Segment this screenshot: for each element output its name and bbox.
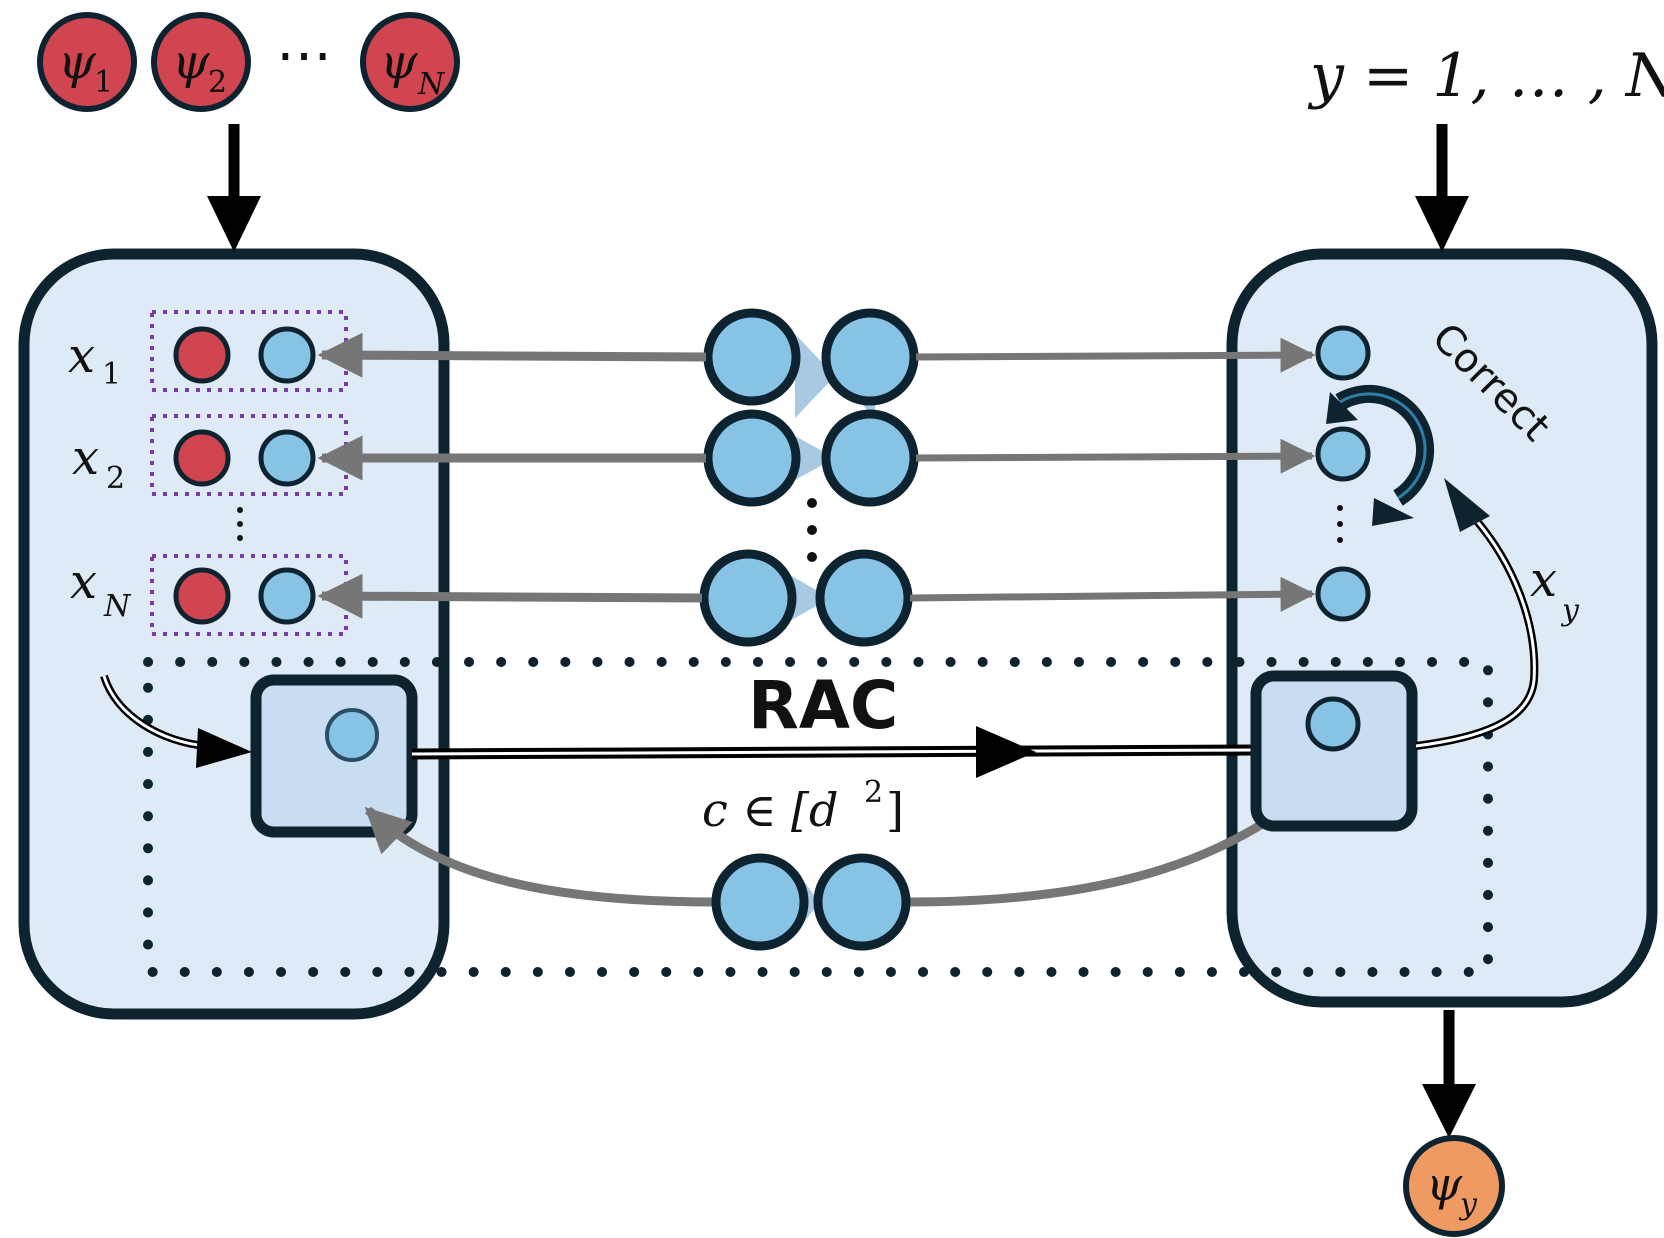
- rac-label: RAC: [748, 667, 898, 744]
- x1-red-state: [173, 326, 231, 384]
- psi-y-symbol: ψ: [1426, 1157, 1463, 1211]
- psi-y-subscript: y: [1458, 1187, 1478, 1222]
- pair-1-to-alice-arrow: [317, 332, 707, 378]
- entangled-pair-1: [703, 308, 919, 418]
- psi-N-subscript: N: [417, 67, 446, 102]
- input-arrowhead: [207, 196, 261, 252]
- psi-1-subscript: 1: [94, 65, 113, 100]
- alice-input-arrowhead: [196, 728, 252, 768]
- query-label: y = 1, … , N: [1307, 41, 1664, 111]
- x2-blue-state: [258, 429, 316, 487]
- x2-red-state: [173, 429, 231, 487]
- correct-rotate-icon: [1326, 384, 1435, 526]
- x1-subscript: 1: [102, 357, 121, 392]
- bob-decoder-state: [1305, 696, 1361, 752]
- bob-vertical-dots: [1337, 505, 1343, 543]
- alice-encoder-state: [325, 708, 379, 762]
- inputs-ellipsis: ⋯: [276, 23, 332, 88]
- input-psi-N: ψ N: [360, 12, 460, 112]
- xN-blue-state: [258, 567, 316, 625]
- rac-message-arrowhead: [976, 726, 1036, 778]
- bob-state-N: [1315, 566, 1371, 622]
- xN-subscript: N: [103, 589, 132, 624]
- output-psi-y: ψ y: [1403, 1135, 1505, 1237]
- input-psi-1: ψ 1: [37, 12, 137, 112]
- rac-region: [143, 657, 1493, 977]
- pair-N-to-alice-arrow: [317, 573, 703, 619]
- x2-subscript: 2: [106, 461, 125, 496]
- entangled-pair-N: [699, 549, 913, 647]
- x2-label: x: [72, 430, 99, 486]
- pair-N-to-bob-arrow: [909, 576, 1316, 612]
- input-psi-2: ψ 2: [151, 12, 251, 112]
- xy-arrowhead: [1444, 478, 1490, 532]
- pair-1-to-bob-arrow: [915, 337, 1316, 373]
- rac-shared-curve-left: [364, 806, 717, 907]
- psi-N-symbol: ψ: [380, 34, 419, 90]
- xN-label: x: [70, 554, 97, 610]
- bob-panel: [1226, 248, 1658, 1008]
- pair-2-to-bob-arrow: [915, 438, 1316, 474]
- output-arrowhead: [1422, 1084, 1476, 1138]
- pairs-vertical-dots: [807, 498, 817, 562]
- x1-label: x: [68, 328, 95, 384]
- psi-1-symbol: ψ: [58, 34, 97, 90]
- xy-subscript: y: [1560, 593, 1580, 628]
- x1-blue-state: [258, 326, 316, 384]
- rac-message-close: ]: [886, 783, 904, 837]
- alice-vertical-dots: [237, 507, 243, 541]
- alice-encoder-box: [250, 674, 418, 838]
- rac-message-label: c ∈ [d: [702, 783, 838, 837]
- psi-2-symbol: ψ: [172, 34, 211, 90]
- rac-shared-pair: [711, 853, 911, 951]
- bob-state-1: [1315, 325, 1371, 381]
- psi-2-subscript: 2: [208, 65, 227, 100]
- xy-label: x: [1530, 552, 1557, 608]
- rac-message-exponent: 2: [864, 775, 883, 810]
- bob-state-2: [1315, 426, 1371, 482]
- query-arrowhead: [1415, 196, 1469, 252]
- entangled-pair-2: [703, 409, 919, 507]
- xN-red-state: [173, 567, 231, 625]
